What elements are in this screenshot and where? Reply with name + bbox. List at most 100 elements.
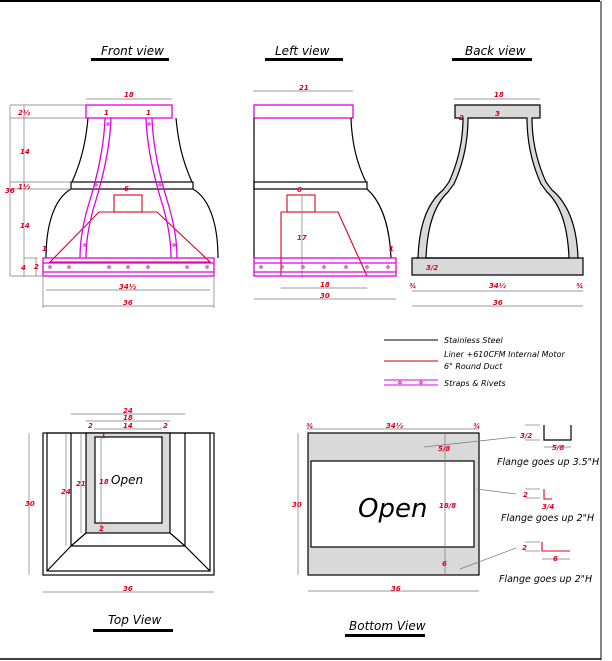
svg-text:5/8: 5/8 xyxy=(438,445,450,453)
bottom-view-title: Bottom View xyxy=(349,619,426,633)
front-liner xyxy=(48,211,212,263)
flange-1-profile xyxy=(543,425,572,441)
back-title-underline xyxy=(452,58,532,61)
flange-2-note: Flange goes up 2"H xyxy=(501,513,594,524)
front-base-strap xyxy=(42,257,215,277)
svg-text:34½: 34½ xyxy=(386,422,404,430)
svg-text:¾: ¾ xyxy=(306,422,313,430)
svg-text:6: 6 xyxy=(553,555,558,563)
legend-steel-label: Stainless Steel xyxy=(444,336,503,345)
left-view-title: Left view xyxy=(275,44,330,58)
svg-text:18: 18 xyxy=(99,478,109,486)
svg-text:14: 14 xyxy=(20,222,30,230)
svg-text:6: 6 xyxy=(442,560,447,568)
svg-text:2: 2 xyxy=(34,263,39,271)
left-band xyxy=(253,181,368,190)
front-upper-curve xyxy=(71,117,193,183)
flange-3-profile xyxy=(541,542,570,552)
svg-text:2: 2 xyxy=(88,422,93,430)
svg-text:34½: 34½ xyxy=(489,282,507,290)
svg-text:18/8: 18/8 xyxy=(439,502,456,510)
front-cap-strap xyxy=(85,104,173,119)
legend-liner-label: Liner +610CFM Internal Motor xyxy=(444,350,565,359)
svg-text:¾: ¾ xyxy=(576,282,583,290)
svg-text:30: 30 xyxy=(292,501,302,509)
svg-text:1: 1 xyxy=(104,109,109,117)
left-lower-curve xyxy=(366,188,392,259)
front-view-title: Front view xyxy=(101,44,164,58)
svg-text:3: 3 xyxy=(495,110,500,118)
left-upper-curve xyxy=(350,117,367,183)
front-band xyxy=(70,181,194,190)
svg-text:5/8: 5/8 xyxy=(552,444,564,452)
svg-text:30: 30 xyxy=(320,292,330,300)
flange-2-profile xyxy=(543,489,552,500)
left-base-strap xyxy=(253,257,397,277)
svg-text:2: 2 xyxy=(523,491,528,499)
svg-text:¾: ¾ xyxy=(409,282,416,290)
bottom-open-label: Open xyxy=(358,494,427,524)
svg-text:3/2: 3/2 xyxy=(520,432,532,440)
svg-text:2: 2 xyxy=(99,525,104,533)
svg-text:24: 24 xyxy=(61,488,71,496)
svg-text:3/2: 3/2 xyxy=(426,264,438,272)
svg-text:24: 24 xyxy=(123,407,133,415)
svg-text:21: 21 xyxy=(299,84,309,92)
svg-text:36: 36 xyxy=(5,187,15,195)
svg-text:14: 14 xyxy=(123,422,133,430)
bottom-view: ¾ 34½ ¾ Open 5/8 18/8 6 30 36 Bottom Vie… xyxy=(292,422,517,637)
svg-text:18: 18 xyxy=(123,414,133,422)
flange-1-note: Flange goes up 3.5"H xyxy=(497,457,599,468)
front-strap-left xyxy=(79,117,112,259)
svg-text:3/4: 3/4 xyxy=(542,503,554,511)
svg-text:17: 17 xyxy=(297,234,307,242)
front-strap-right xyxy=(145,117,178,259)
legend-strap-label: Straps & Rivets xyxy=(444,379,506,388)
svg-text:1½: 1½ xyxy=(18,183,31,191)
legend: Stainless Steel Liner +610CFM Internal M… xyxy=(384,336,565,388)
flange-3-note: Flange goes up 2"H xyxy=(499,574,592,585)
svg-text:36: 36 xyxy=(123,299,133,307)
svg-text:6: 6 xyxy=(297,186,302,194)
svg-text:36: 36 xyxy=(391,585,401,593)
top-title-underline xyxy=(93,629,173,632)
left-view: Left view 21 6 17 1 18 30 xyxy=(253,44,397,300)
front-duct xyxy=(113,194,143,213)
svg-text:2: 2 xyxy=(163,422,168,430)
svg-text:1: 1 xyxy=(42,245,47,253)
svg-text:1: 1 xyxy=(146,109,151,117)
svg-text:21: 21 xyxy=(76,480,86,488)
svg-text:¾: ¾ xyxy=(473,422,480,430)
svg-text:18: 18 xyxy=(124,91,134,99)
svg-text:1: 1 xyxy=(389,245,394,253)
svg-text:36: 36 xyxy=(123,585,133,593)
svg-text:6: 6 xyxy=(124,185,129,193)
front-title-underline xyxy=(91,58,169,61)
svg-text:2: 2 xyxy=(459,114,464,122)
svg-text:14: 14 xyxy=(20,148,30,156)
svg-text:4: 4 xyxy=(21,264,26,272)
front-view: Front view 18 1 1 xyxy=(5,44,219,308)
front-lower-curve xyxy=(45,188,219,259)
bottom-title-underline xyxy=(345,634,425,637)
flange-details: 3/2 5/8 Flange goes up 3.5"H 2 3/4 Flang… xyxy=(497,424,599,585)
legend-duct-label: 6" Round Duct xyxy=(444,362,503,371)
svg-text:2½: 2½ xyxy=(18,109,31,117)
top-opening xyxy=(94,436,163,524)
left-liner xyxy=(280,211,368,277)
top-view: 24 18 14 2 2 Open 1 18 2 21 24 30 36 Top… xyxy=(25,407,215,632)
svg-text:1: 1 xyxy=(101,432,106,440)
svg-text:30: 30 xyxy=(25,500,35,508)
svg-text:18: 18 xyxy=(320,281,330,289)
bottom-opening xyxy=(310,460,475,548)
svg-text:34½: 34½ xyxy=(119,283,137,291)
top-view-title: Top View xyxy=(108,613,162,627)
left-duct xyxy=(286,194,316,213)
svg-text:18: 18 xyxy=(494,91,504,99)
left-cap-strap xyxy=(253,104,354,119)
back-view: Back view 18 3 2 3/2 ¾ 34½ ¾ 36 xyxy=(409,44,584,307)
left-title-underline xyxy=(265,58,343,61)
svg-text:36: 36 xyxy=(493,299,503,307)
top-open-label: Open xyxy=(111,473,143,487)
